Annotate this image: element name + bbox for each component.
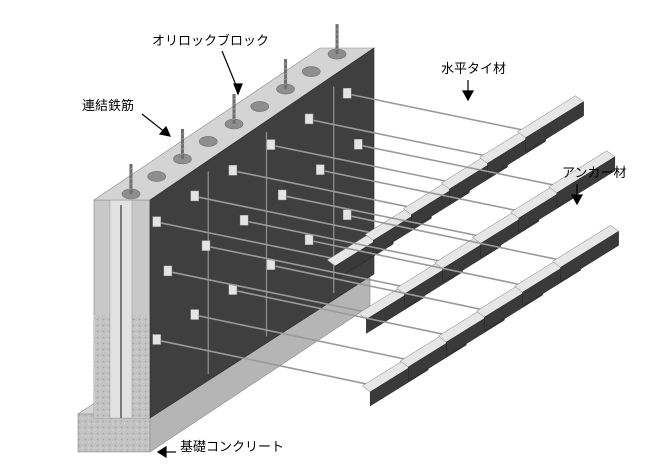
tie-rod (161, 222, 332, 259)
wall-rebars-and-tie-holes (152, 86, 363, 374)
rebar-rib (231, 102, 237, 106)
label-anchor-member: アンカー材 (562, 166, 627, 181)
tie-hole (228, 165, 238, 176)
connecting-rebars (128, 24, 340, 194)
tie-rod (351, 93, 522, 131)
rebar-rib (180, 152, 185, 156)
block-core (198, 136, 218, 147)
rebar-rib (128, 167, 134, 171)
tie-hole (152, 216, 161, 227)
tie-hole (342, 209, 352, 220)
wall-face (149, 47, 375, 419)
rebar-rib (231, 97, 237, 101)
rebar-rib (180, 142, 185, 146)
rebar-rib (334, 42, 340, 46)
rebar-rib (334, 47, 340, 51)
rebar-rib (128, 187, 134, 191)
wall-end-section (93, 199, 151, 419)
rebar-rib (231, 117, 237, 121)
anchor-plate-face (556, 156, 616, 208)
tie-rod (248, 220, 439, 262)
tie-rod (161, 340, 367, 385)
anchor-plate-face (560, 230, 619, 282)
tie-hole (316, 164, 325, 175)
block-core (250, 101, 270, 112)
tie-rod (275, 145, 446, 182)
tie-hole (190, 309, 200, 320)
rebar-rib (283, 62, 288, 66)
tie-hole (277, 189, 287, 201)
rebar-rib (283, 72, 288, 76)
rebar-rib (128, 177, 134, 181)
tie-rod (199, 196, 370, 234)
tie-hole (201, 240, 211, 251)
tie-hole (239, 215, 249, 226)
rebar-rib (283, 77, 288, 81)
tie-rod (172, 271, 363, 313)
tie-hole (342, 88, 352, 99)
rebar-rib (334, 37, 340, 41)
tie-hole (266, 139, 276, 150)
leader-arrows (141, 50, 584, 459)
tie-hole (354, 139, 363, 150)
tie-rod (237, 290, 443, 335)
rebar-rib (283, 67, 288, 71)
block-core (301, 66, 321, 77)
tie-rod (275, 265, 481, 310)
anchor-plate-face (525, 101, 584, 153)
rebar-rib (231, 112, 237, 116)
tie-hole (304, 234, 314, 245)
tie-rod (324, 170, 515, 211)
rebar-rib (180, 137, 185, 141)
block-core (147, 171, 167, 182)
tie-hole (190, 190, 200, 202)
rebar-rib (180, 147, 185, 151)
tie-rod (286, 195, 477, 237)
rebar-rib (128, 172, 134, 176)
tie-hole (152, 334, 161, 345)
rebar-rib (231, 107, 237, 111)
rebar-rib (180, 132, 185, 136)
label-horizontal-tie-bar: 水平タイ材 (441, 62, 507, 77)
rebar-rib (128, 182, 134, 186)
tie-hole (163, 265, 173, 277)
tie-rod (362, 145, 553, 186)
rebar-rib (334, 27, 340, 31)
tie-rod (210, 246, 401, 287)
label-olirock-block: オリロックブロック (152, 34, 270, 49)
tie-rod (237, 170, 408, 208)
label-connecting-rebar: 連結鉄筋 (82, 99, 135, 114)
tie-rod (313, 119, 484, 157)
label-foundation-concrete: 基礎コンクリート (180, 440, 285, 455)
rebar-rib (283, 82, 288, 86)
tie-rod (199, 315, 405, 360)
tie-rod (351, 215, 557, 261)
tie-hole (304, 113, 314, 125)
tie-rod-system (161, 93, 620, 407)
rebar-rib (334, 32, 340, 36)
tie-hole (266, 259, 276, 270)
tie-rod (313, 240, 519, 286)
